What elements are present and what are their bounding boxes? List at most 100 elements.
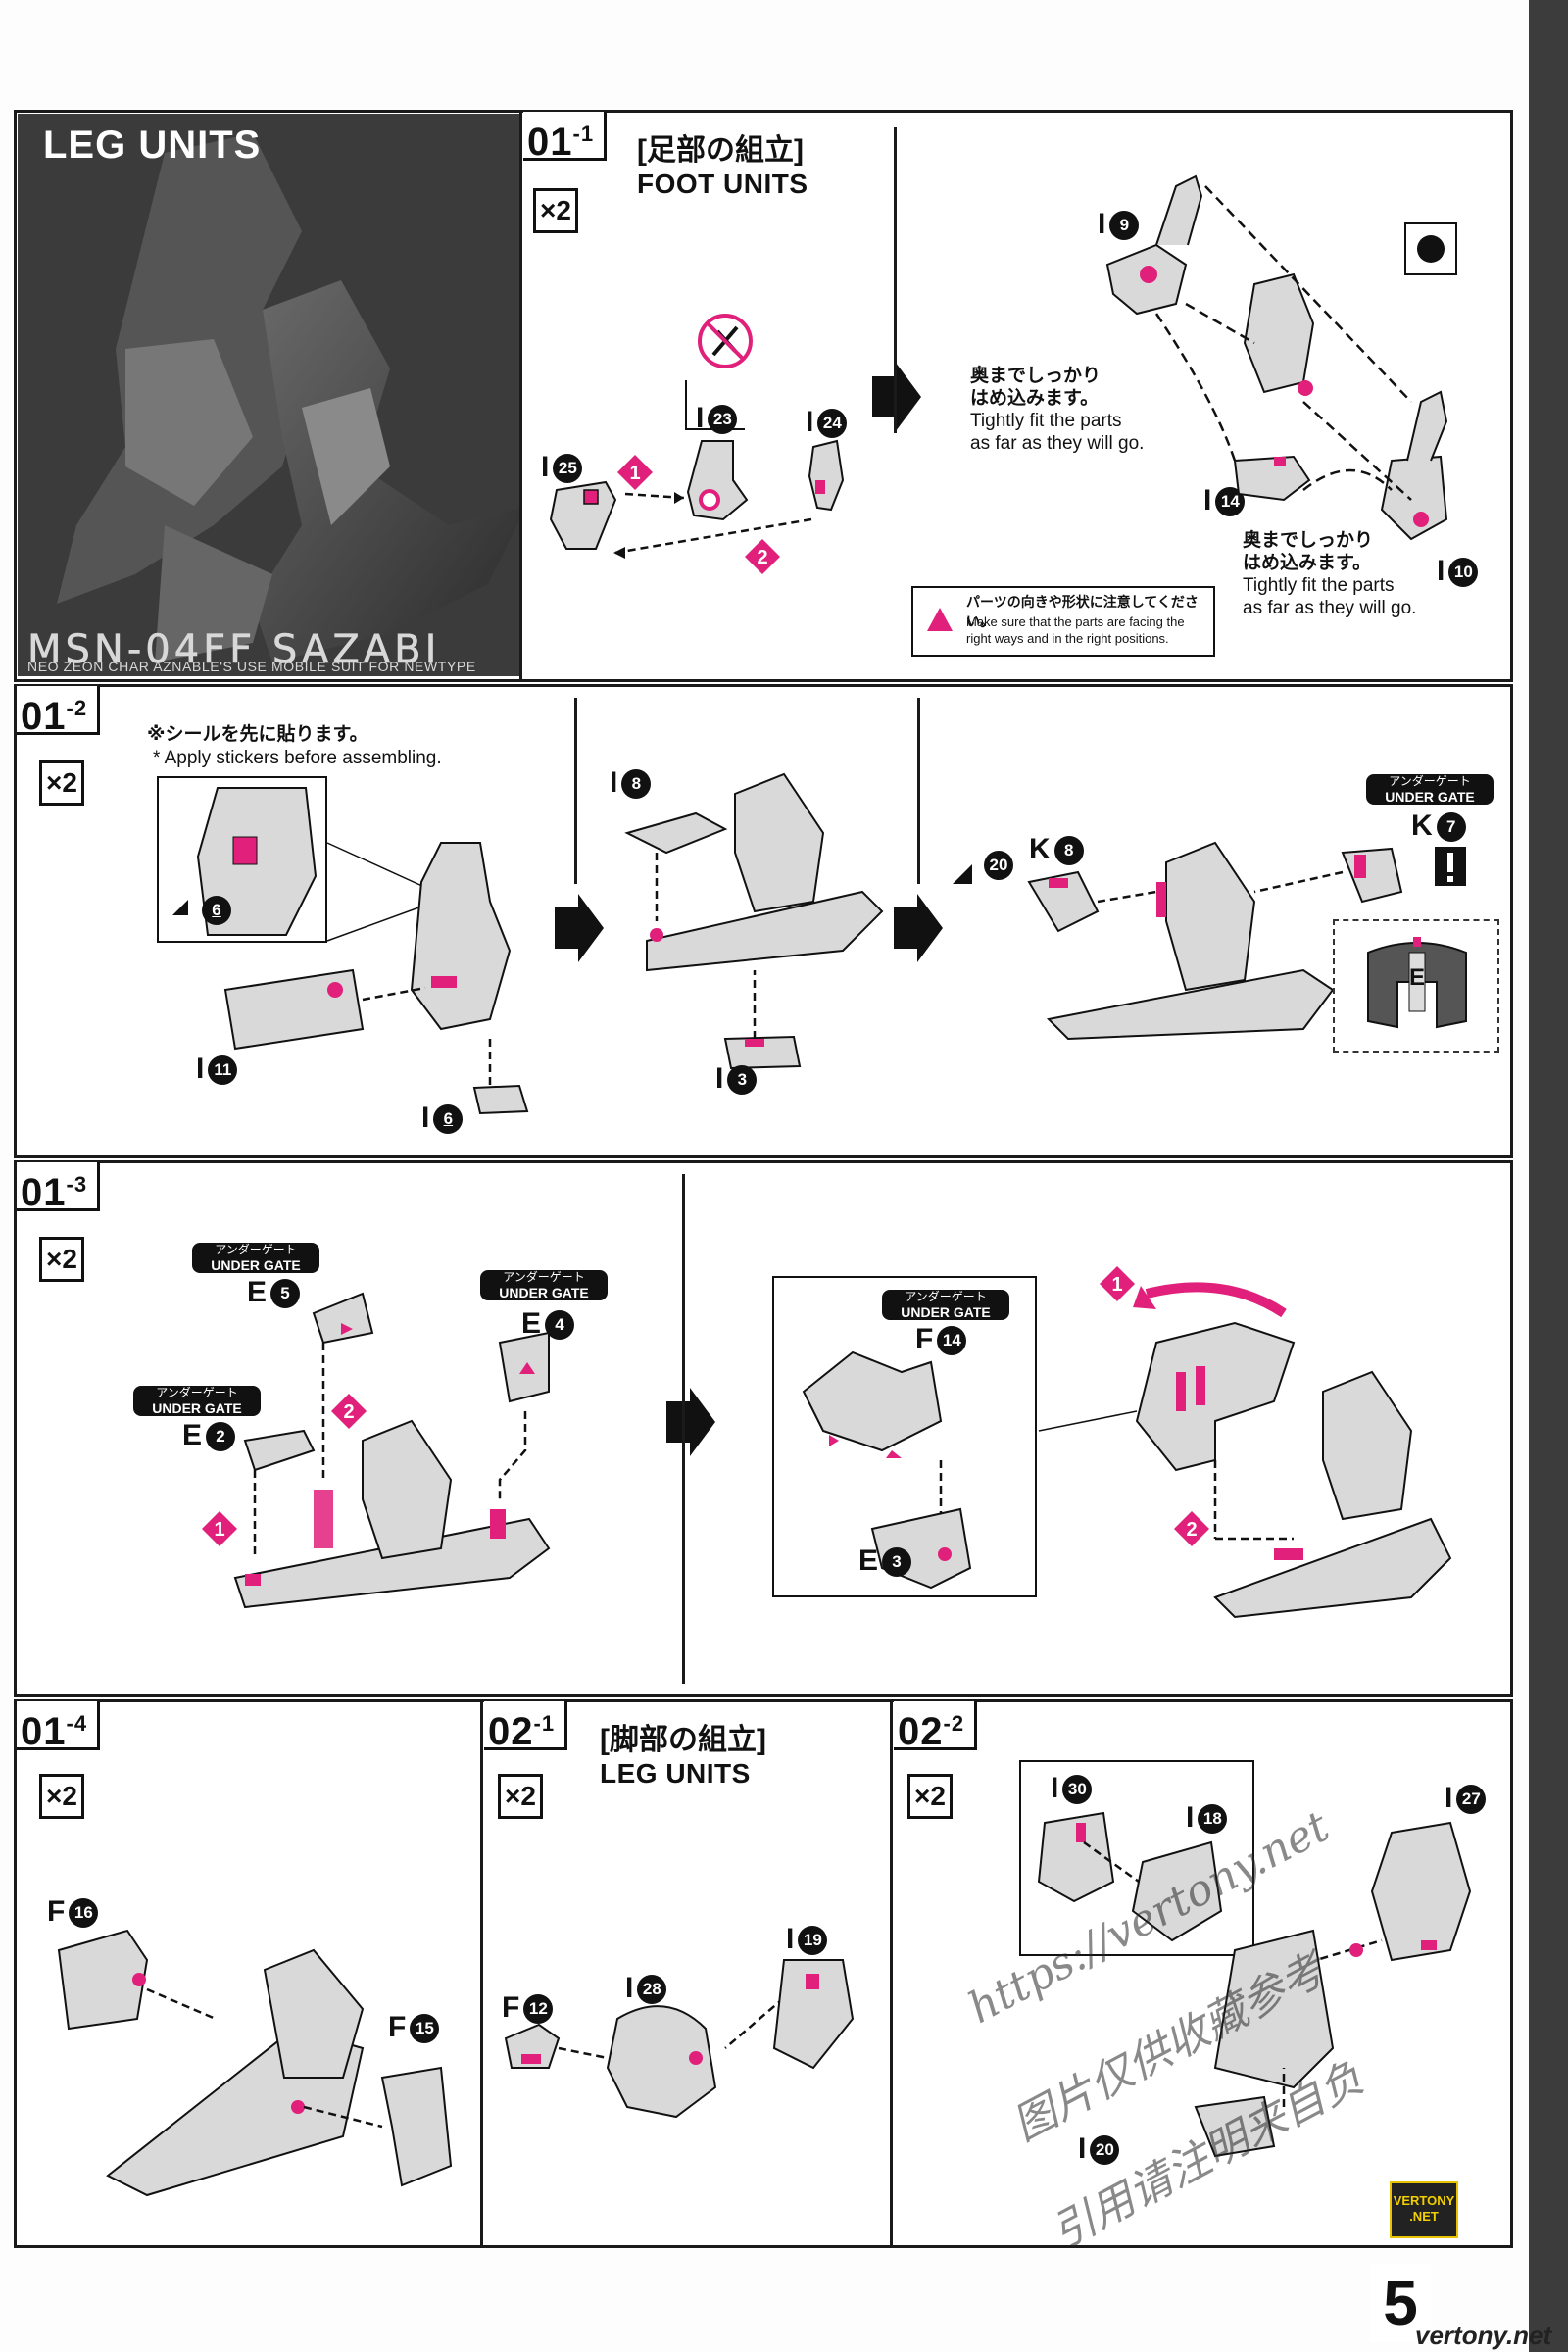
sticker-icon (953, 864, 972, 884)
part-e-detail (1367, 937, 1467, 1029)
fit-note-1-en: Tightly fit the parts as far as they wil… (970, 411, 1145, 454)
model-subtitle: NEO ZEON CHAR AZNABLE'S USE MOBILE SUIT … (27, 659, 476, 674)
step-order-1-icon: 1 (202, 1511, 237, 1546)
badge-line-2: .NET (1409, 2209, 1439, 2224)
site-footer: vertony.net (1415, 2321, 1552, 2350)
leg-joint-drawing (504, 1959, 855, 2119)
fit-note-1-jp: 奥までしっかり はめ込みます。 (970, 366, 1102, 409)
part-letter-e: E (1409, 964, 1426, 991)
divider-v-01-3 (682, 1174, 685, 1684)
foot-assembly-drawing (1105, 174, 1448, 541)
sticker-note-jp: ※シールを先に貼ります。 (147, 724, 368, 745)
site-badge: VERTONY.NET (1390, 2181, 1458, 2238)
quantity-badge: ×2 (39, 1237, 84, 1282)
step-title-jp: [足部の組立] (637, 134, 804, 167)
step-order-2-icon: 2 (331, 1394, 367, 1429)
thigh-detail-drawing (1037, 1811, 1223, 1942)
next-step-arrow (872, 363, 921, 431)
detail-dashed-box: E (1333, 919, 1499, 1053)
page-edge-band (1529, 0, 1568, 2352)
hero-image: LEG UNITS MSN-04FF SAZABI NEO ZEON CHAR … (18, 114, 519, 676)
sticker-note-en: * Apply stickers before assembling. (153, 748, 442, 768)
hero-title: LEG UNITS (43, 123, 262, 167)
step-tag-02-2: 02-2 (894, 1701, 978, 1753)
divider-v-01-1 (894, 127, 897, 433)
divider-v-01-2a (574, 698, 577, 884)
badge-line-1: VERTONY (1393, 2193, 1455, 2208)
svg-text:2: 2 (343, 1401, 354, 1423)
leg-base-drawing-c (1027, 841, 1403, 1041)
sticker-number-20: 20 (980, 851, 1013, 880)
quantity-badge: ×2 (533, 188, 578, 233)
quantity-badge: ×2 (498, 1774, 543, 1819)
f14-detail-drawing (802, 1350, 972, 1590)
divider-v-01-4 (480, 1699, 483, 2248)
svg-text:2: 2 (1186, 1519, 1197, 1541)
divider-v-02-1 (890, 1699, 893, 2248)
page-number: 5 (1370, 2264, 1431, 2342)
step-order-1-icon: 1 (1100, 1266, 1135, 1301)
hero-silhouette (57, 133, 519, 662)
leg-final-drawing (1194, 1821, 1472, 2158)
quantity-badge: ×2 (907, 1774, 953, 1819)
step-title-en: FOOT UNITS (637, 169, 808, 199)
step-order-1-icon: 1 (617, 455, 653, 490)
next-step-arrow (666, 1388, 715, 1456)
step-order-2-icon: 2 (745, 539, 780, 574)
sticker-number: 6 (198, 896, 231, 925)
step-tag-01-4: 01-4 (17, 1701, 101, 1753)
model-name: MSN-04FF SAZABI (27, 627, 441, 673)
leg-base-drawing-b (624, 772, 884, 1070)
svg-text:2: 2 (757, 547, 767, 568)
step-tag-02-1: 02-1 (484, 1701, 568, 1753)
leg-armor-rotate-drawing (1038, 1282, 1452, 1619)
step-sub-number: -1 (572, 122, 595, 146)
leg-base-drawing-a (223, 842, 529, 1115)
divider-v-hero (519, 110, 522, 682)
fit-note-2-jp: 奥までしっかり はめ込みます。 (1243, 530, 1374, 573)
no-nipper-icon (698, 314, 753, 368)
step-title-en: LEG UNITS (600, 1758, 751, 1788)
caution-text-jp: パーツの向きや形状に注意してください。 (966, 594, 1199, 629)
next-step-arrow (555, 894, 604, 962)
next-step-arrow (894, 894, 943, 962)
step-tag-01-3: 01-3 (17, 1162, 101, 1214)
step-title-jp: [脚部の組立] (600, 1724, 766, 1756)
caution-box: パーツの向きや形状に注意してください。 Make sure that the p… (911, 586, 1215, 657)
step-number: 01 (527, 121, 573, 164)
divider-v-01-2b (917, 698, 920, 884)
fit-note-2-en: Tightly fit the parts as far as they wil… (1243, 575, 1417, 618)
svg-text:1: 1 (214, 1519, 224, 1541)
inset-leader-lines (326, 842, 436, 942)
svg-text:1: 1 (629, 463, 640, 484)
detail-callout-icon (1404, 222, 1457, 275)
foot-subassembly-drawing (549, 439, 845, 559)
quantity-badge: ×2 (39, 760, 84, 806)
